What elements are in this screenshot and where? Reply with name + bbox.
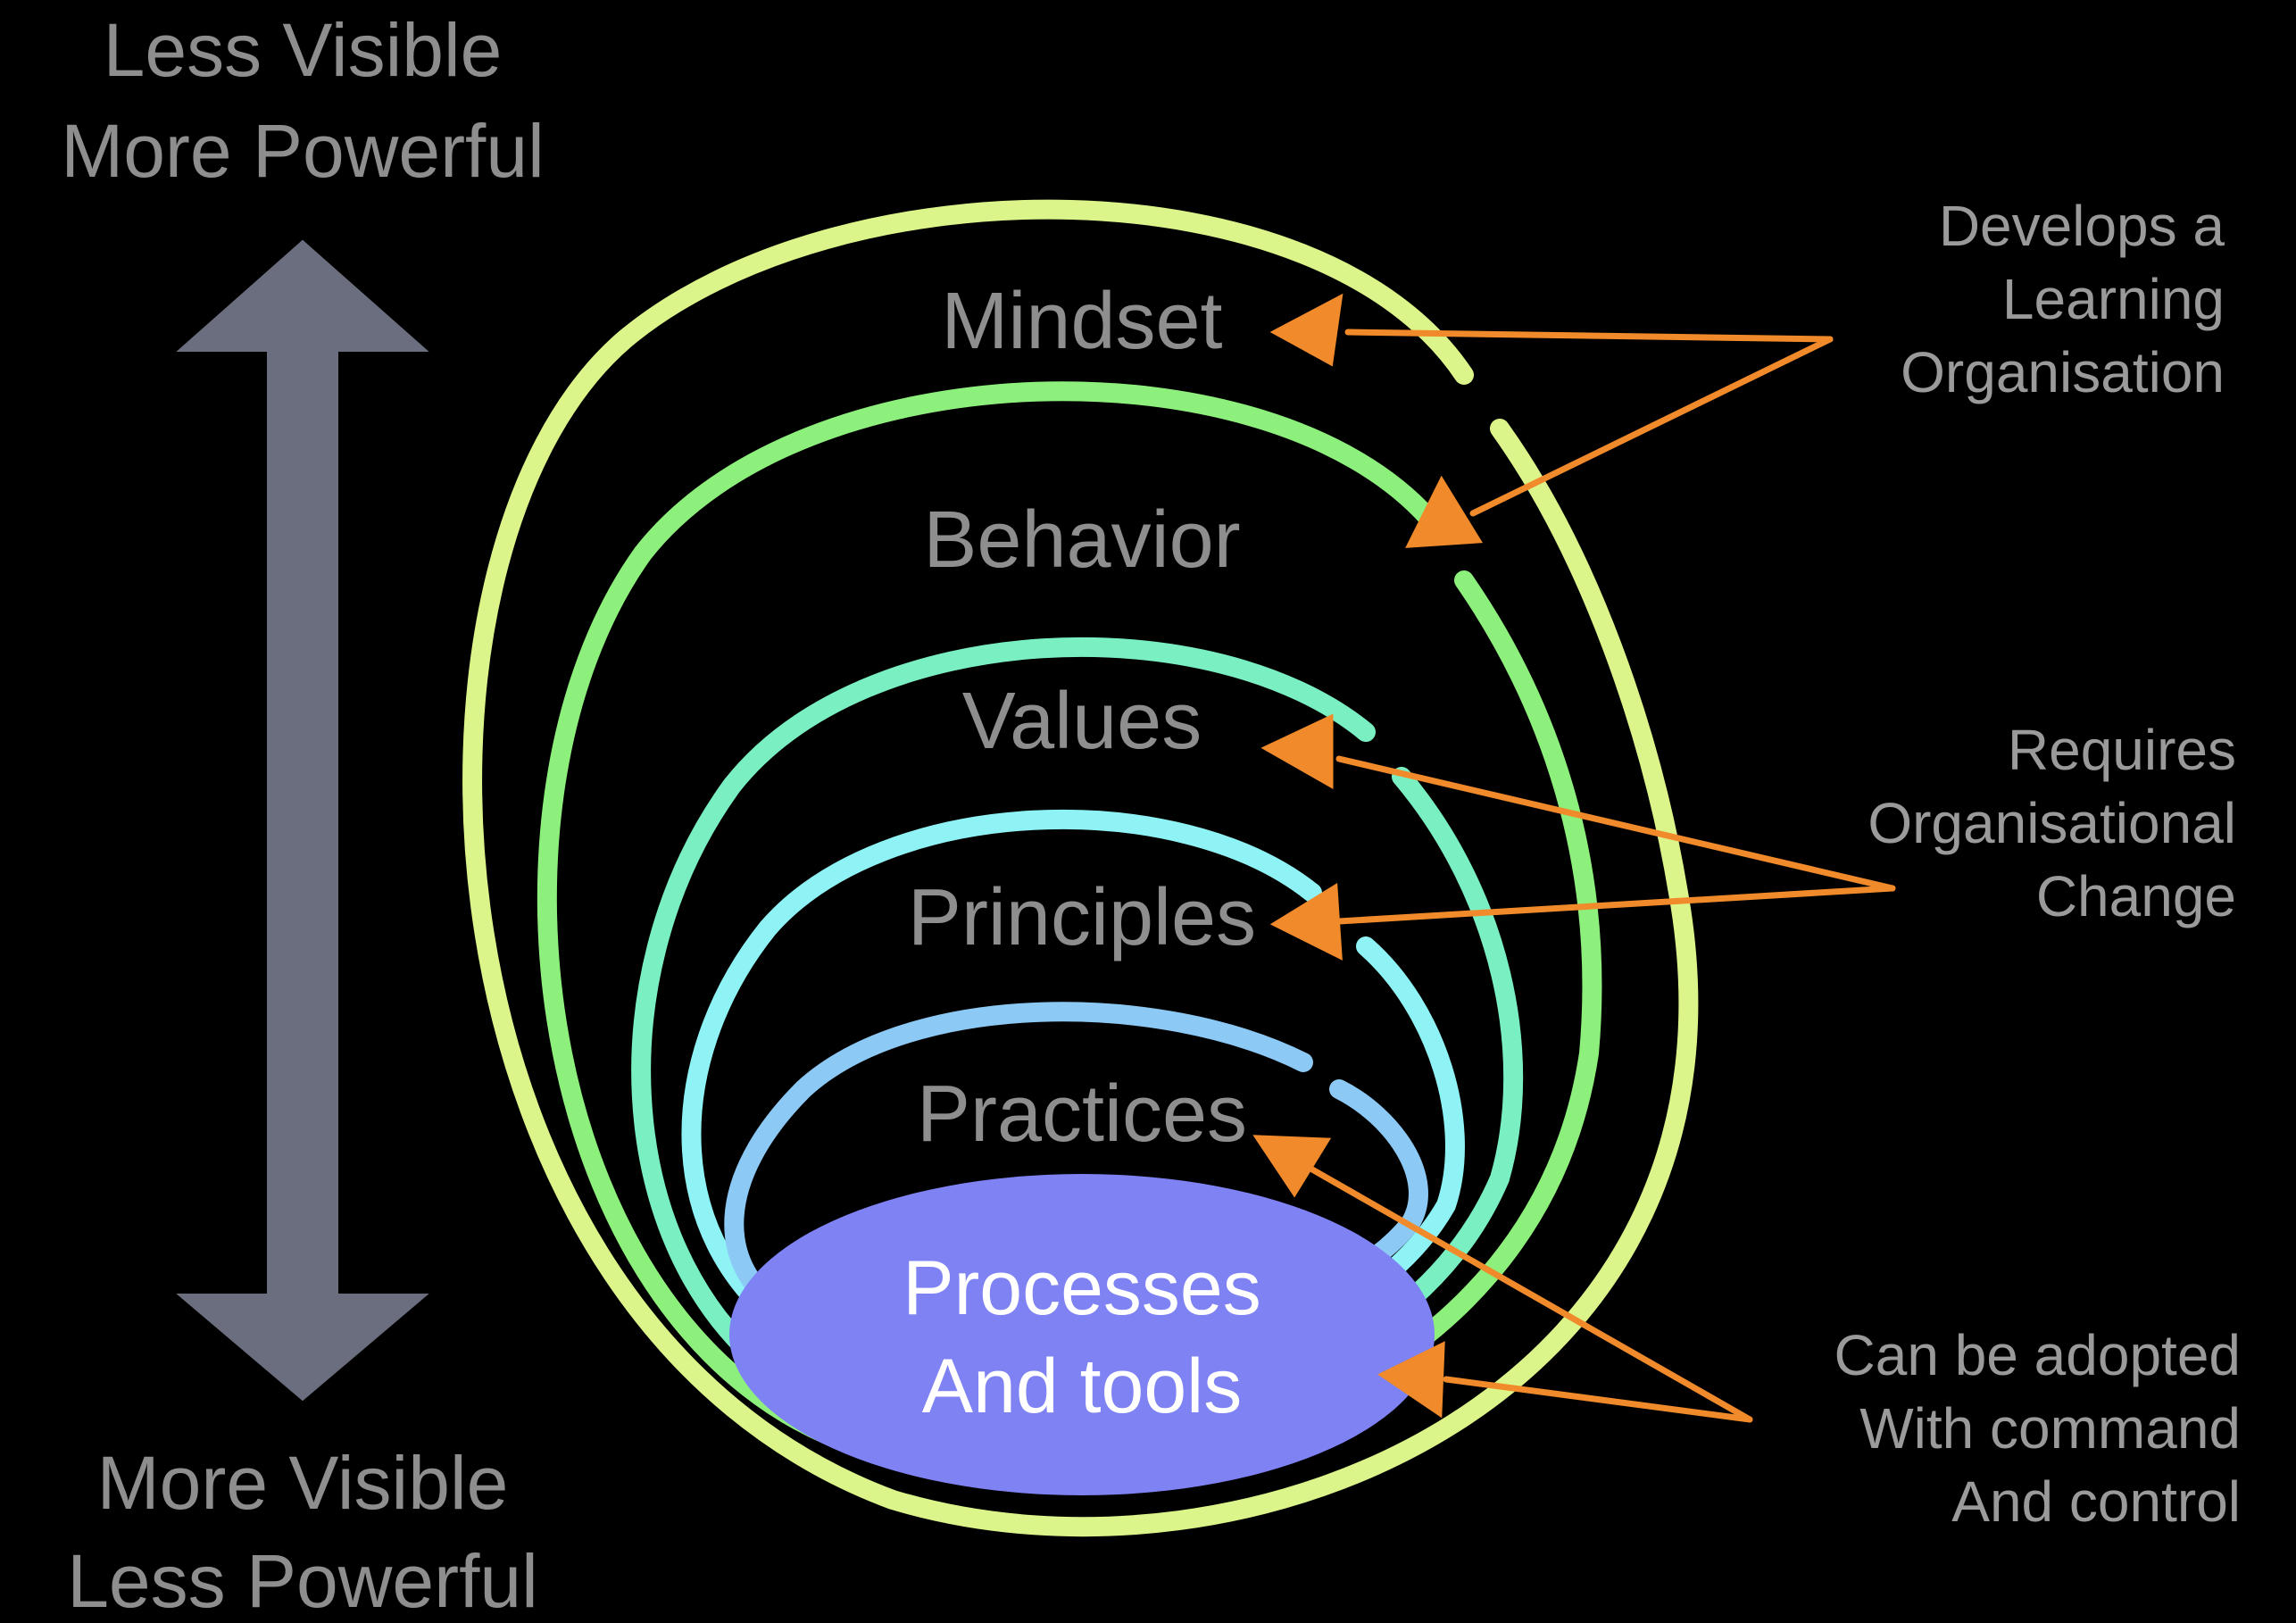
arrow-learning-to-behavior-head [1405, 475, 1484, 548]
note-command-line2: With command [1859, 1396, 2241, 1461]
note-learning-line2: Learning [2002, 267, 2225, 331]
core-label-line1: Processes [903, 1245, 1261, 1331]
arrow-change-to-principles-head [1269, 882, 1343, 961]
note-change-line3: Change [2036, 864, 2236, 928]
note-command-line1: Can be adopted [1834, 1323, 2242, 1387]
layer-label-behavior: Behavior [923, 495, 1240, 585]
visibility-double-arrow [176, 239, 429, 1402]
note-learning-line1: Develops a [1939, 194, 2225, 258]
note-command-line3: And control [1951, 1469, 2241, 1534]
ring-mindset [462, 199, 1699, 1537]
note-learning: Develops a Learning Organisation [1901, 194, 2225, 404]
arrow-learning-to-behavior-line [1469, 336, 1834, 517]
note-change: Requires Organisational Change [1868, 718, 2236, 928]
note-change-line2: Organisational [1868, 791, 2236, 855]
note-change-line1: Requires [2008, 718, 2236, 782]
bottom-label-line1: More Visible [97, 1441, 509, 1525]
arrow-learning-to-mindset-line [1344, 329, 1834, 343]
bottom-label-line2: Less Powerful [67, 1539, 538, 1623]
layer-label-mindset: Mindset [941, 277, 1222, 366]
core-label: Processes And tools [903, 1245, 1261, 1429]
layer-labels: Mindset Behavior Values Principles Pract… [908, 277, 1256, 1159]
arrow-change-to-values-line [1335, 755, 1896, 892]
top-label: Less Visible More Powerful [61, 8, 545, 193]
top-label-line1: Less Visible [104, 8, 503, 92]
note-learning-line3: Organisation [1901, 340, 2225, 404]
note-command: Can be adopted With command And control [1834, 1323, 2242, 1534]
arrow-change-to-values-head [1260, 713, 1334, 790]
layer-label-practices: Practices [917, 1070, 1247, 1159]
layer-label-principles: Principles [908, 873, 1256, 962]
pointer-arrows [1252, 293, 1896, 1423]
ring-mindset-stroke [462, 199, 1699, 1537]
top-label-line2: More Powerful [61, 109, 545, 193]
arrow-command-to-core-head [1377, 1341, 1445, 1419]
arrow-command-to-practices-head [1252, 1135, 1332, 1198]
core-ellipse [729, 1174, 1435, 1495]
arrow-learning-to-mindset-head [1269, 293, 1343, 367]
core-label-line2: And tools [922, 1344, 1243, 1429]
arrow-change-to-principles-line [1335, 885, 1896, 925]
bottom-label: More Visible Less Powerful [67, 1441, 538, 1623]
double-arrow-shape [176, 239, 429, 1402]
layer-label-values: Values [962, 677, 1202, 766]
arrow-command-to-core-line [1443, 1376, 1753, 1423]
arrow-command-to-practices-line [1309, 1166, 1753, 1423]
